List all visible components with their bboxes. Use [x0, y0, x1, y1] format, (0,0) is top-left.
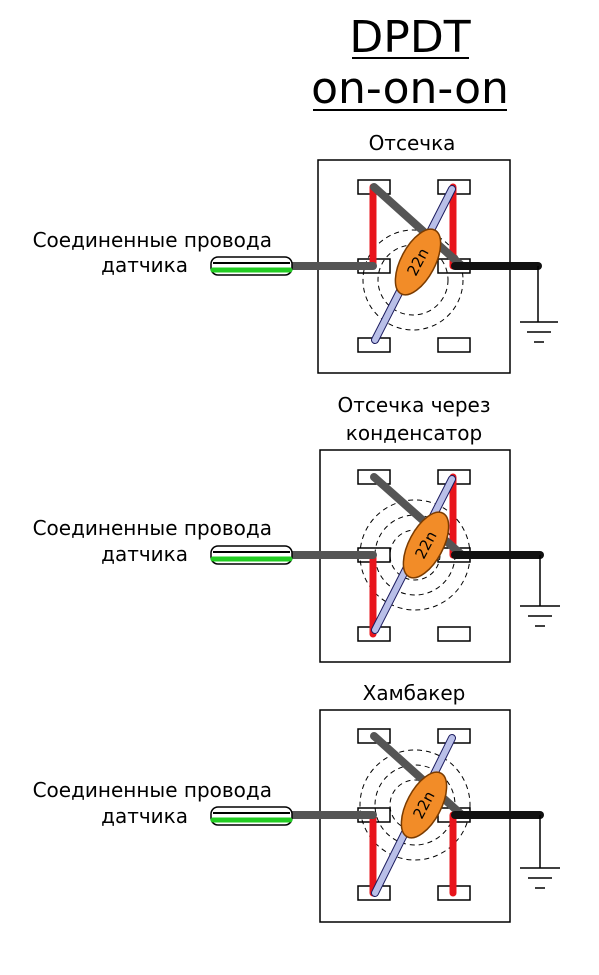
wire-label-line-1: Соединенные провода: [33, 228, 272, 252]
gray-wire-top-left: [370, 473, 466, 559]
panel-humbucker: Хамбакер 22n: [33, 681, 560, 923]
wire-label-line-1: Соединенные провода: [33, 778, 272, 802]
title-line-2: on-on-on: [311, 63, 509, 114]
ground-icon: [520, 555, 560, 627]
wire-label-line-2: датчика: [101, 542, 188, 566]
gray-wire-top-left: [370, 732, 466, 819]
shielded-wire-icon: [210, 545, 293, 565]
title-line-1: DPDT: [349, 12, 470, 63]
title: DPDT on-on-on: [311, 12, 509, 114]
panel-cutoff: Отсечка 22n: [33, 131, 558, 374]
capacitor-icon: 22n: [402, 511, 450, 579]
ground-icon: [520, 815, 560, 889]
gray-wire-top-left: [370, 183, 466, 270]
wire-label-line-1: Соединенные провода: [33, 516, 272, 540]
wire-label-line-2: датчика: [101, 253, 188, 277]
panel-cutoff-via-capacitor: Отсечка через конденсатор 22n: [33, 393, 560, 663]
capacitor-icon: 22n: [400, 771, 448, 839]
ground-icon: [520, 266, 558, 343]
panel-heading-line-1: Отсечка: [369, 131, 456, 155]
shielded-wire-icon: [210, 256, 293, 276]
shielded-wire-icon: [210, 806, 293, 826]
panel-heading-line-1: Хамбакер: [363, 681, 466, 705]
wire-label-line-2: датчика: [101, 804, 188, 828]
panel-heading-line-2: конденсатор: [346, 421, 482, 445]
panel-heading-line-1: Отсечка через: [338, 393, 491, 417]
capacitor-icon: 22n: [394, 228, 442, 296]
red-jumpers: [369, 811, 457, 897]
